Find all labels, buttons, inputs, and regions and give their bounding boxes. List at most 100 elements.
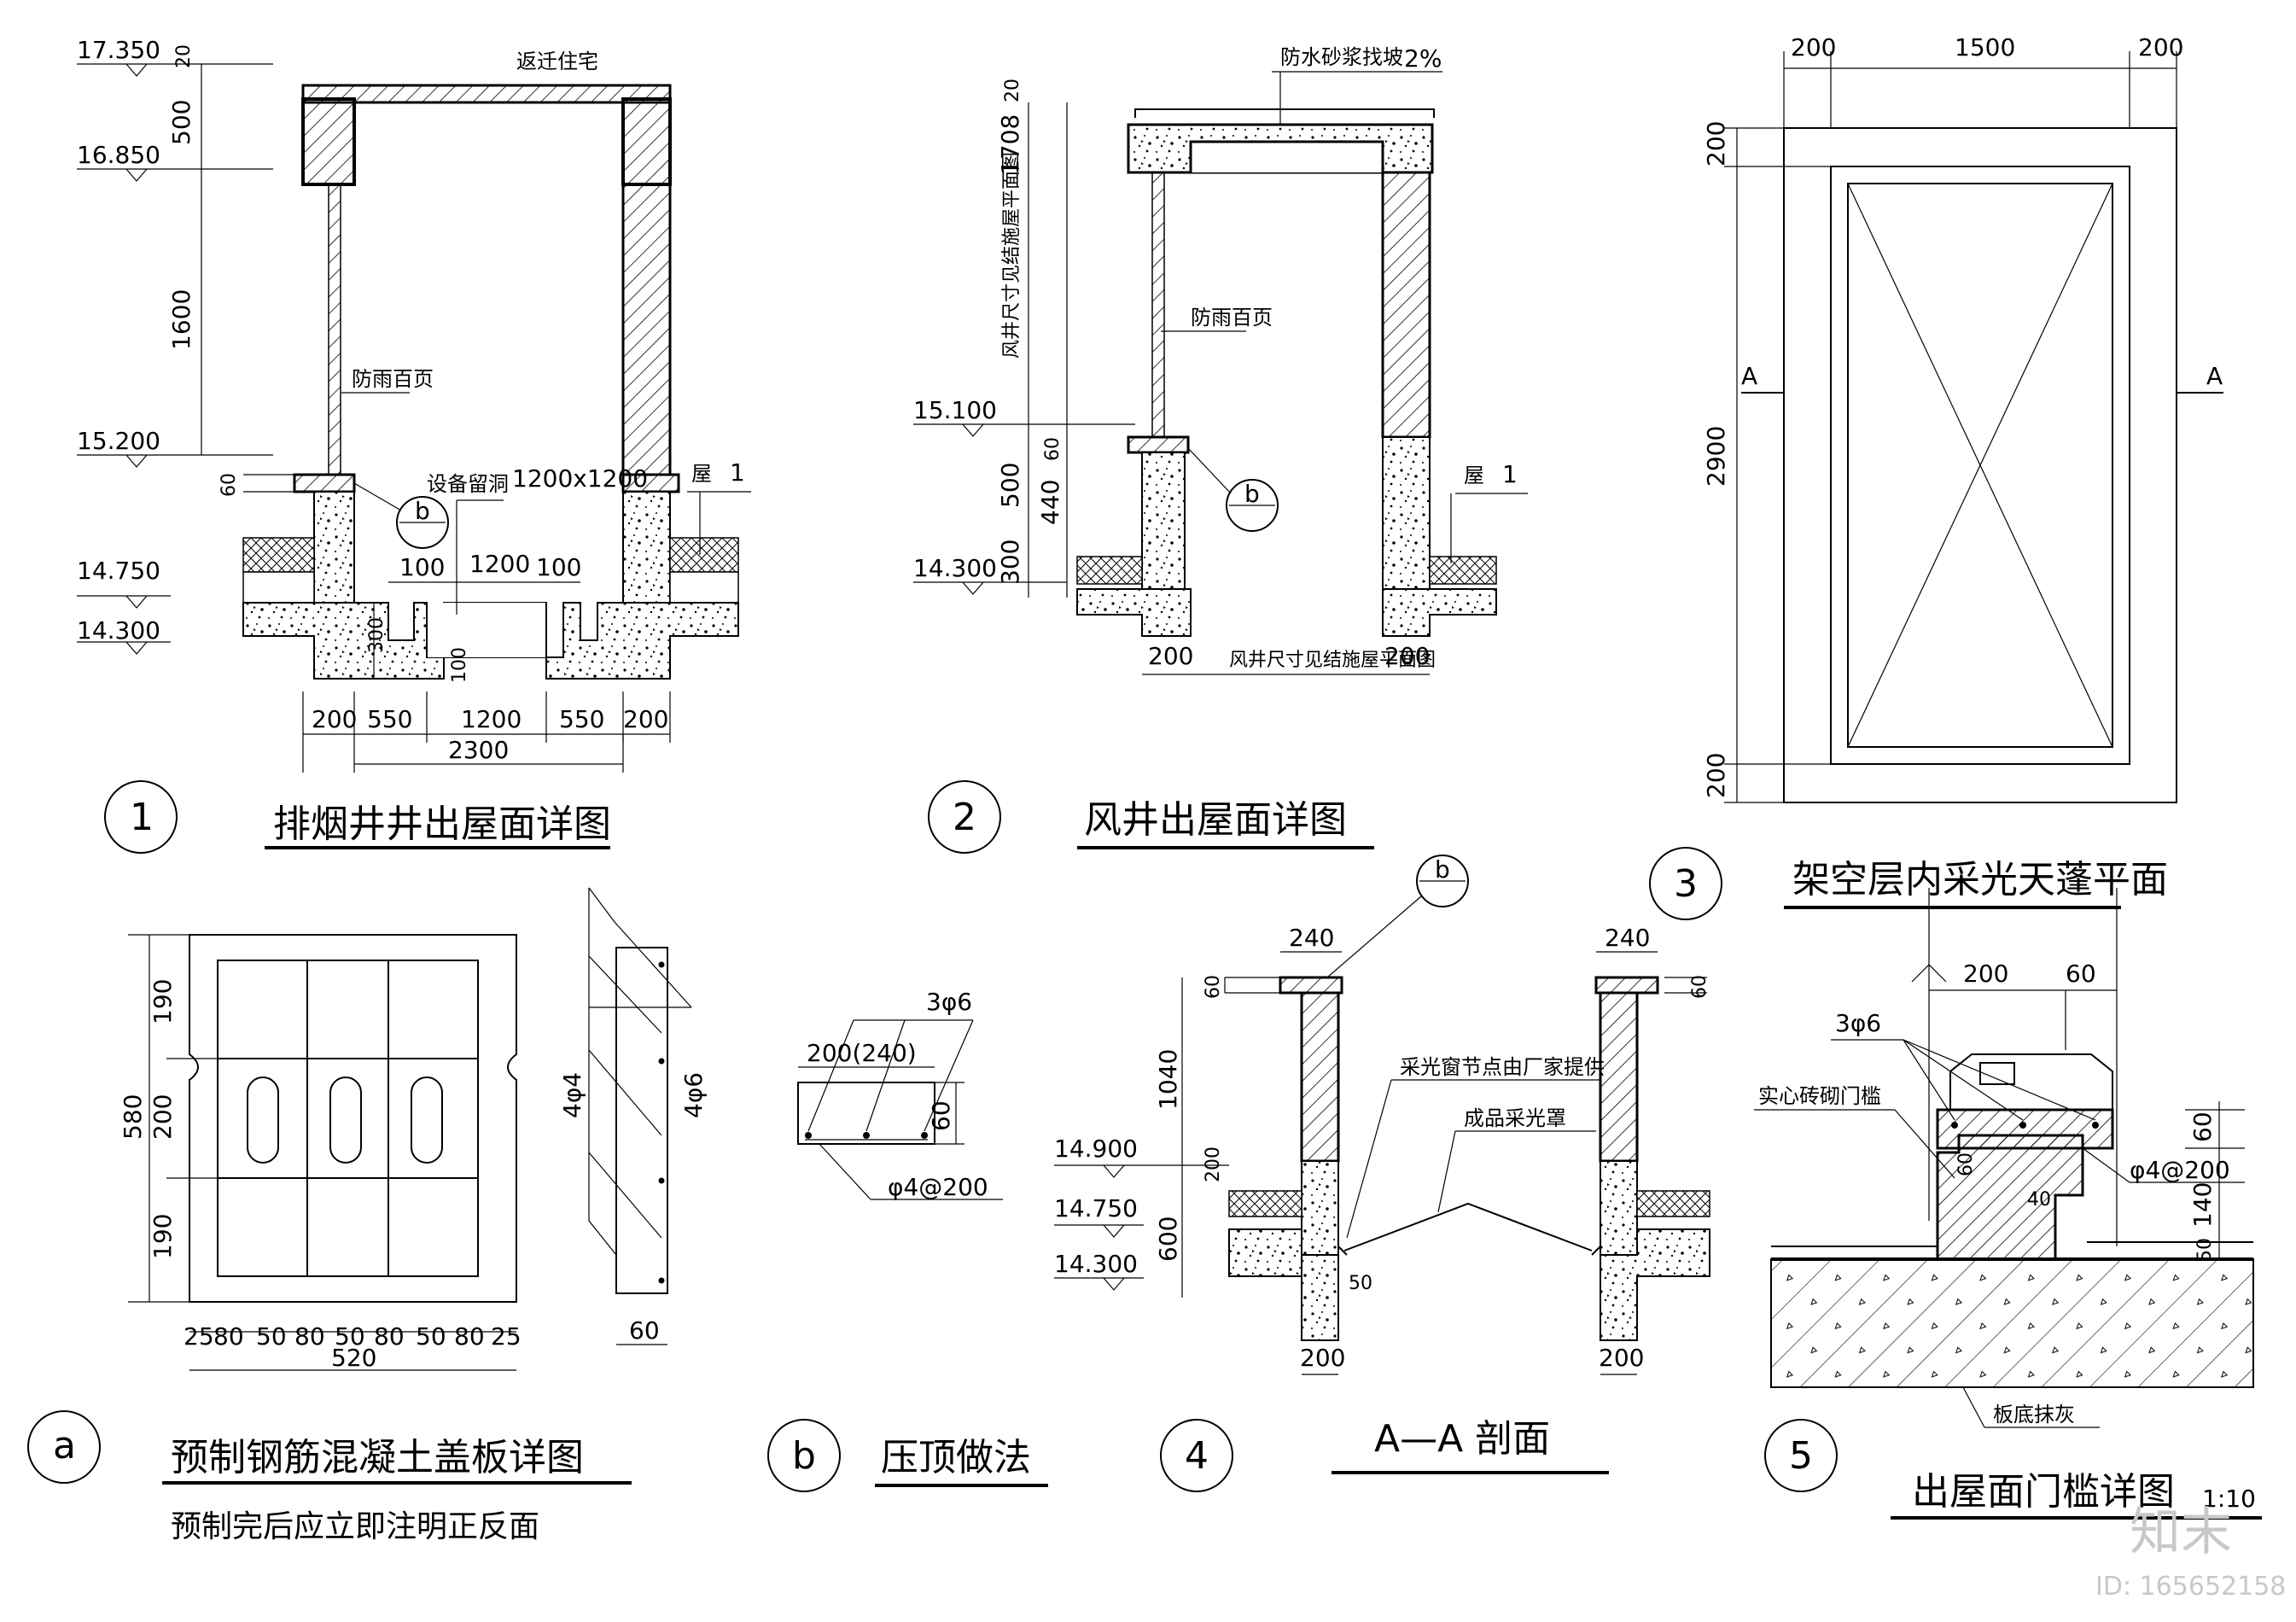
- da-dim-b-2: 80: [213, 1322, 244, 1351]
- da-dim-height: 580: [119, 1094, 147, 1140]
- d4-elev-1: 14.900: [1054, 1135, 1138, 1163]
- d5-dim-40: 40: [2027, 1189, 2051, 1211]
- d2-title: 风井出屋面详图: [1084, 798, 1347, 842]
- d1-dim-inner-1: 100: [399, 553, 445, 581]
- db-title: 压顶做法: [881, 1436, 1031, 1479]
- d1-elev-2: 16.850: [77, 141, 160, 169]
- d3-dim-top-1: 200: [1791, 33, 1836, 61]
- d1-title: 排烟井井出屋面详图: [273, 802, 611, 846]
- d5-dim-60: 60: [1955, 1152, 1977, 1176]
- d1-dim-v-6: 100: [449, 647, 470, 683]
- da-dim-left-1: 190: [149, 979, 177, 1024]
- d3-dim-side-1: 200: [1702, 121, 1730, 166]
- d2-roof-tag: 屋: [1464, 464, 1484, 487]
- d5-dim-v-1: 60: [2188, 1111, 2217, 1142]
- d4-dim-top-1: 240: [1289, 924, 1334, 952]
- d1-top-note: 返迁住宅: [516, 50, 598, 73]
- d3-title: 架空层内采光天蓬平面: [1792, 858, 2168, 901]
- d4-note-2: 成品采光罩: [1464, 1106, 1566, 1130]
- d4-dim-v-4: 600: [1154, 1216, 1182, 1262]
- d1-elev-5: 14.300: [77, 616, 160, 645]
- d1-opening-size: 1200x1200: [512, 464, 648, 493]
- d5-number: 5: [1789, 1434, 1813, 1478]
- d2-dim-v-5: 500: [996, 463, 1024, 508]
- d5-scale: 1:10: [2202, 1485, 2256, 1513]
- d3-section-mark-right: A: [2206, 362, 2223, 390]
- da-dim-b-1: 25: [184, 1322, 214, 1351]
- d4-elev-3: 14.300: [1054, 1250, 1138, 1278]
- da-rebar-a: 4φ4: [558, 1072, 586, 1118]
- watermark-id: ID: 165652158: [2095, 1572, 2286, 1602]
- db-number: b: [792, 1434, 816, 1478]
- d1-dim-total: 2300: [448, 736, 509, 764]
- d1-dim-v-3: 1600: [167, 289, 195, 350]
- detail-1-smoke-shaft: 17.350 16.850 15.200 14.750 14.300 20 50…: [77, 36, 751, 854]
- detail-5-door-sill: 200 60 3φ6 实心砖砌门槛 φ4@200 60 140 50 60 40…: [1754, 888, 2262, 1520]
- d5-dim-top-2: 60: [2066, 960, 2096, 988]
- detail-4-section-aa: 采光窗节点由厂家提供 成品采光罩 b 14.900 14.750 14.300 …: [1054, 855, 1710, 1492]
- db-height: 60: [927, 1100, 955, 1131]
- d1-elev-4: 14.750: [77, 557, 160, 585]
- da-thickness: 60: [629, 1316, 660, 1345]
- d1-elev-3: 15.200: [77, 427, 160, 455]
- d2-bottom-note: 风井尺寸见结施屋平面图: [1229, 650, 1436, 671]
- d1-dim-b-4: 550: [559, 705, 604, 733]
- d3-dim-side-2: 2900: [1702, 426, 1730, 487]
- d5-dim-top-1: 200: [1963, 960, 2008, 988]
- d1-louver-note: 防雨百页: [352, 367, 434, 391]
- d4-note-1: 采光窗节点由厂家提供: [1400, 1055, 1605, 1079]
- detail-2-vent-shaft: 防水砂浆找坡 2% 防雨百页 风井尺寸见结施屋平面图 风井尺寸见结施屋平面图 1…: [913, 44, 1528, 854]
- d1-dim-v-4: 60: [219, 473, 240, 497]
- d5-bars: 3φ6: [1835, 1009, 1881, 1037]
- d2-vertical-note: 风井尺寸见结施屋平面图: [1001, 152, 1023, 359]
- db-bars: 3φ6: [926, 988, 972, 1016]
- d1-roof-num: 1: [730, 458, 745, 487]
- d3-dim-top-3: 200: [2138, 33, 2183, 61]
- d3-section-mark-left: A: [1741, 362, 1757, 390]
- d5-stirrup: φ4@200: [2130, 1156, 2230, 1184]
- d4-dim-b-1: 200: [1300, 1344, 1345, 1372]
- da-dim-b-4: 80: [294, 1322, 325, 1351]
- d2-ref: b: [1244, 480, 1260, 508]
- d2-dim-v-4: 440: [1036, 480, 1064, 525]
- detail-a-precast-cover: 580 190 200 190 25 80 50 80 50 80 50 80 …: [27, 887, 708, 1544]
- da-dim-b-9: 25: [491, 1322, 522, 1351]
- d2-dim-v-2: 1708: [996, 114, 1024, 175]
- d4-dim-v-2: 1040: [1154, 1049, 1182, 1110]
- da-dim-b-7: 50: [416, 1322, 446, 1351]
- da-dim-left-2: 200: [149, 1094, 177, 1140]
- d4-elev-2: 14.750: [1054, 1194, 1138, 1222]
- d3-dim-top-2: 1500: [1955, 33, 2015, 61]
- da-number: a: [53, 1424, 76, 1467]
- d2-dim-b-2: 200: [1384, 642, 1430, 670]
- detail-3-skylight-plan: 200 1500 200 200 2900 200 A A 3 架空层内采光天蓬…: [1649, 33, 2223, 920]
- da-dim-b-3: 50: [256, 1322, 287, 1351]
- d5-note-sill: 实心砖砌门槛: [1758, 1084, 1881, 1108]
- d2-elev-1: 15.100: [913, 396, 997, 424]
- db-width: 200(240): [807, 1039, 917, 1067]
- d1-dim-v-5: 300: [366, 617, 388, 653]
- d5-dim-v-2: 140: [2188, 1182, 2217, 1228]
- watermark-brand: 知末: [2130, 1502, 2232, 1562]
- d5-dim-v-3: 50: [2194, 1238, 2216, 1262]
- d1-elevations: 17.350 16.850 15.200 14.750 14.300: [77, 36, 273, 655]
- da-dim-b-6: 80: [374, 1322, 405, 1351]
- d2-slope: 2%: [1404, 44, 1442, 73]
- da-dim-total: 520: [331, 1344, 376, 1372]
- d1-dim-v-2: 500: [167, 100, 195, 145]
- d4-dim-v-5: 60: [1689, 975, 1710, 999]
- d1-elev-1: 17.350: [77, 36, 160, 64]
- d2-dim-v-6: 300: [996, 540, 1024, 585]
- da-dim-b-8: 80: [454, 1322, 485, 1351]
- d1-number: 1: [130, 796, 154, 839]
- d2-number: 2: [953, 796, 976, 839]
- d4-ref: b: [1435, 855, 1450, 884]
- d2-louver-note: 防雨百页: [1191, 306, 1273, 330]
- d2-top-note: 防水砂浆找坡: [1280, 45, 1403, 69]
- d2-roof-num: 1: [1502, 460, 1518, 488]
- d2-elev-2: 14.300: [913, 554, 997, 582]
- d1-opening-note: 设备留洞: [427, 472, 509, 496]
- d4-dim-top-2: 240: [1605, 924, 1650, 952]
- detail-b-coping: 200(240) 3φ6 60 φ4@200 b 压顶做法: [767, 988, 1048, 1492]
